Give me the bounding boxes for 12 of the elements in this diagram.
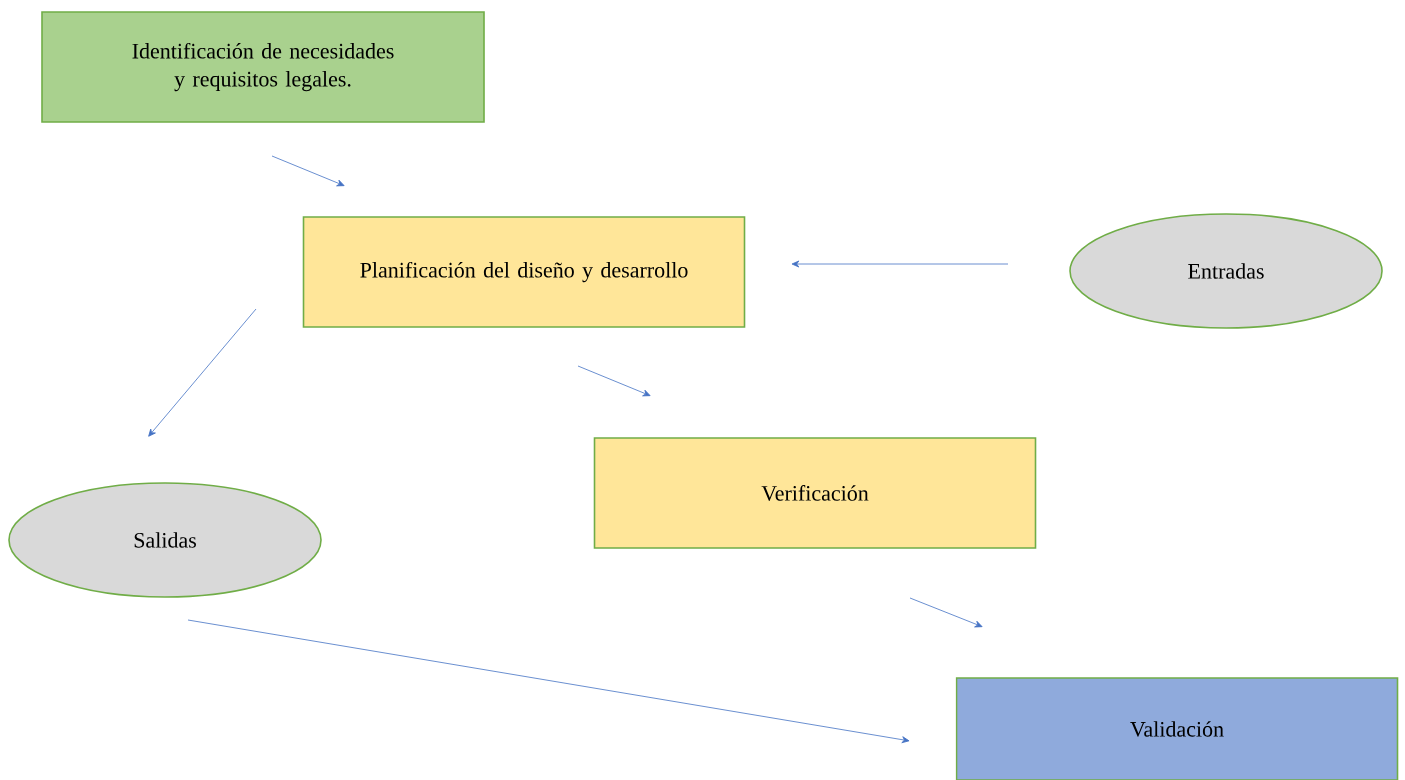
arrow bbox=[909, 597, 983, 628]
arrow bbox=[148, 308, 257, 437]
ellipse-node: Entradas bbox=[1069, 213, 1383, 329]
ellipse-node: Salidas bbox=[8, 482, 322, 598]
process-box: Validación bbox=[955, 677, 1399, 780]
arrow bbox=[271, 155, 345, 187]
arrow bbox=[791, 260, 1009, 268]
arrow bbox=[187, 619, 910, 744]
arrow bbox=[577, 365, 651, 397]
process-box: Verificación bbox=[593, 437, 1037, 549]
process-box: Identificación de necesidades y requisitos legales. bbox=[41, 11, 485, 123]
process-box: Planificación del diseño y desarrollo bbox=[302, 216, 746, 328]
